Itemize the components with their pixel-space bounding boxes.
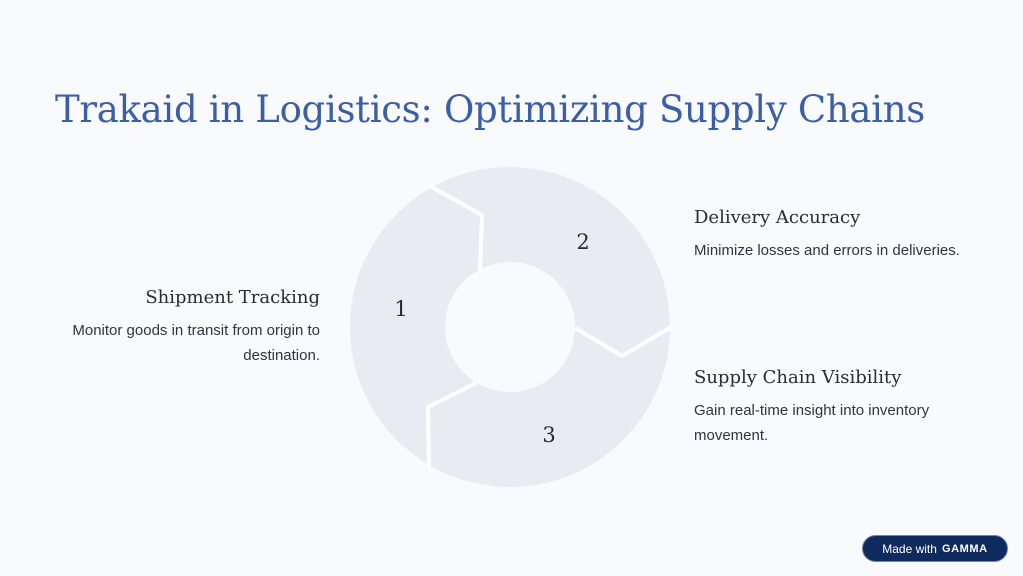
cycle-divider-1-2: [429, 184, 484, 273]
badge-prefix: Made with: [882, 541, 937, 556]
step-2-description: Minimize losses and errors in deliveries…: [694, 242, 960, 259]
step-3-number: 3: [542, 423, 555, 447]
gamma-logo: GAMMA: [941, 542, 988, 555]
cycle-ring: [349, 167, 670, 487]
step-1-description: Monitor goods in transit from origin to …: [72, 322, 320, 364]
step-1-heading: Shipment Tracking: [145, 287, 320, 308]
step-3-heading: Supply Chain Visibility: [694, 367, 902, 388]
cycle-divider-2-3: [573, 324, 675, 358]
cycle-diagram: 1 2 3: [349, 167, 675, 487]
cycle-divider-3-1: [426, 381, 477, 469]
step-3-description: Gain real-time insight into inventory mo…: [694, 402, 930, 444]
page-title: Trakaid in Logistics: Optimizing Supply …: [55, 88, 925, 131]
made-with-gamma-badge[interactable]: Made with GAMMA: [862, 535, 1008, 562]
step-1-number: 1: [394, 297, 407, 321]
step-2-heading: Delivery Accuracy: [694, 207, 861, 228]
step-2-number: 2: [576, 230, 589, 254]
